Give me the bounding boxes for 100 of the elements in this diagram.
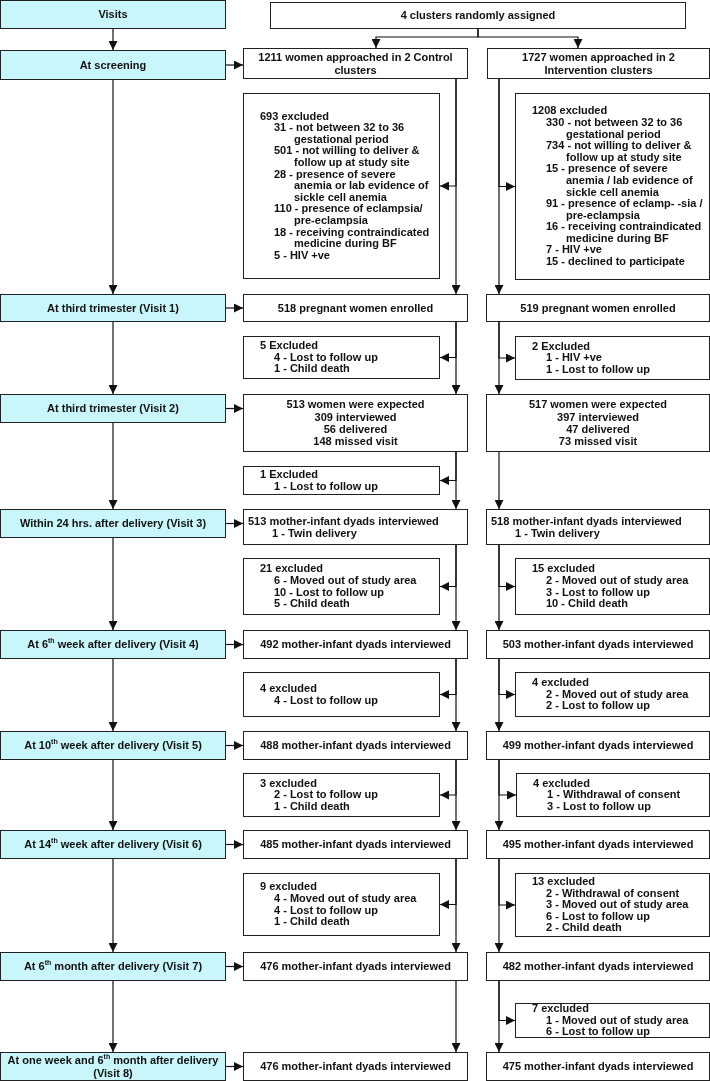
arrow bbox=[498, 544, 516, 591]
arrow bbox=[494, 451, 504, 510]
exclusion-reason: 16 - receiving contraindicated medicine during BF bbox=[545, 221, 703, 245]
arrow bbox=[108, 537, 118, 631]
visit-box bbox=[0, 294, 226, 322]
visit-box bbox=[0, 952, 226, 981]
arrow bbox=[108, 858, 118, 953]
arrow bbox=[225, 60, 244, 70]
detail-text: 397 interviewed bbox=[556, 410, 640, 423]
exclusion-reason: 3 - Lost to follow up bbox=[545, 586, 650, 599]
exclusion-reason: 1 - Child death bbox=[273, 363, 351, 375]
exclusion-reason: 3 - Moved out of study area bbox=[545, 899, 690, 911]
exclusion-reason: 4 - Lost to follow up bbox=[273, 351, 379, 364]
exclusion-reason: 1 - Lost to follow up bbox=[273, 480, 379, 493]
detail-text: 1 - Twin delivery bbox=[271, 527, 358, 540]
visit-label: At 14$^{th}$ week after delivery (Visit 6) bbox=[23, 838, 203, 851]
count-text: 475 mother-infant dyads interviewed bbox=[501, 1060, 695, 1073]
exclusion-reason: 18 - receiving contraindicated medicine during BF bbox=[273, 226, 431, 250]
count-text: 518 mother-infant dyads interviewed bbox=[491, 514, 683, 527]
arrow bbox=[225, 404, 244, 413]
visit-label: At 6$^{th}$ month after delivery (Visit 7) bbox=[22, 960, 204, 973]
exclusion-count: 13 excluded bbox=[532, 876, 596, 888]
exclusion-reason: 2 - Child death bbox=[545, 922, 623, 934]
count-text: 503 mother-infant dyads interviewed bbox=[501, 638, 695, 651]
count-text: 517 women were expected bbox=[527, 398, 669, 411]
exclusion-reason: 4 - Moved out of study area bbox=[273, 892, 418, 905]
exclusion-reason: 2 - Moved out of study area bbox=[545, 688, 690, 701]
visit-label: At third trimester (Visit 1) bbox=[46, 301, 180, 315]
count-text: 518 pregnant women enrolled bbox=[276, 301, 435, 315]
visit-label: At 6$^{th}$ week after delivery (Visit 4) bbox=[26, 638, 200, 651]
arrow bbox=[498, 759, 517, 800]
count-box bbox=[243, 830, 468, 859]
count-text: 476 mother-infant dyads interviewed bbox=[259, 1060, 452, 1073]
exclusion-reason: 28 - presence of severe anemia or lab evidence of sickle cell anemia bbox=[273, 168, 430, 204]
visit-label: At screening bbox=[78, 58, 148, 72]
detail-text: 73 missed visit bbox=[557, 435, 639, 448]
exclusion-box bbox=[515, 558, 710, 615]
exclusion-reason: 1 - Withdrawal of consent bbox=[546, 789, 682, 801]
exclusion-box bbox=[515, 873, 710, 937]
arrow bbox=[108, 321, 118, 395]
count-box bbox=[243, 1052, 468, 1081]
arrow bbox=[439, 321, 457, 362]
exclusion-reason: 6 - Moved out of study area bbox=[273, 574, 418, 587]
exclusion-reason: 4 - Lost to follow up bbox=[273, 904, 378, 917]
arrow bbox=[108, 422, 118, 510]
count-text: 519 pregnant women enrolled bbox=[519, 301, 677, 315]
count-box bbox=[270, 2, 686, 29]
arrow bbox=[498, 858, 516, 910]
visit-box bbox=[0, 394, 226, 423]
exclusion-box bbox=[243, 336, 440, 379]
exclusion-reason: 15 - declined to participate bbox=[545, 256, 686, 268]
detail-text: 47 delivered bbox=[565, 423, 631, 436]
exclusion-reason: 4 - Lost to follow up bbox=[273, 694, 379, 707]
exclusion-reason: 2 - Lost to follow up bbox=[545, 700, 650, 712]
exclusion-count: 4 excluded bbox=[260, 682, 318, 695]
exclusion-box bbox=[243, 466, 440, 495]
exclusion-reason: 31 - not between 32 to 36 gestational period bbox=[273, 122, 405, 146]
exclusion-count: 9 excluded bbox=[260, 881, 318, 893]
arrow bbox=[225, 1062, 244, 1071]
arrow bbox=[498, 980, 516, 1025]
arrow bbox=[108, 980, 118, 1053]
count-text: 492 mother-infant dyads interviewed bbox=[259, 638, 452, 651]
exclusion-reason: 734 - not willing to deliver & follow up at study site bbox=[545, 140, 693, 164]
detail-text: 1 - Twin delivery bbox=[514, 527, 601, 540]
exclusion-count: 21 excluded bbox=[260, 563, 324, 575]
count-text: 1727 women approached in 2 Intervention clusters bbox=[521, 51, 676, 76]
exclusion-box bbox=[516, 773, 710, 817]
exclusion-reason: 6 - Lost to follow up bbox=[545, 910, 650, 923]
arrow bbox=[439, 451, 457, 485]
exclusion-box bbox=[515, 336, 710, 380]
exclusion-count: 7 excluded bbox=[532, 1003, 590, 1015]
arrow bbox=[225, 640, 244, 649]
visit-box bbox=[0, 50, 226, 80]
exclusion-reason: 1 - HIV +ve bbox=[545, 352, 603, 364]
exclusion-reason: 2 - Moved out of study area bbox=[545, 574, 690, 587]
visit-box bbox=[0, 830, 226, 859]
exclusion-reason: 5 - HIV +ve bbox=[273, 249, 331, 262]
exclusion-reason: 10 - Child death bbox=[545, 598, 629, 610]
arrow bbox=[498, 321, 516, 363]
exclusion-count: 3 excluded bbox=[260, 777, 318, 790]
arrow bbox=[225, 519, 244, 528]
arrow bbox=[439, 78, 457, 191]
exclusion-box bbox=[243, 773, 440, 817]
count-box bbox=[486, 830, 710, 859]
count-text: 476 mother-infant dyads interviewed bbox=[259, 960, 452, 973]
exclusion-reason: 1 - Moved out of study area bbox=[545, 1014, 690, 1027]
exclusion-box bbox=[515, 672, 710, 717]
visit-label: Within 24 hrs. after delivery (Visit 3) bbox=[18, 517, 208, 530]
exclusion-box bbox=[243, 558, 440, 615]
arrow bbox=[225, 962, 244, 971]
exclusion-count: 693 excluded bbox=[260, 110, 331, 123]
exclusion-reason: 7 - HIV +ve bbox=[545, 244, 603, 257]
count-box bbox=[487, 48, 710, 79]
count-box bbox=[243, 294, 468, 322]
count-box bbox=[243, 509, 468, 545]
visit-box bbox=[0, 1052, 226, 1081]
count-box bbox=[486, 630, 710, 659]
visit-box bbox=[0, 0, 226, 29]
count-text: 485 mother-infant dyads interviewed bbox=[259, 838, 452, 851]
detail-text: 148 missed visit bbox=[312, 435, 399, 448]
